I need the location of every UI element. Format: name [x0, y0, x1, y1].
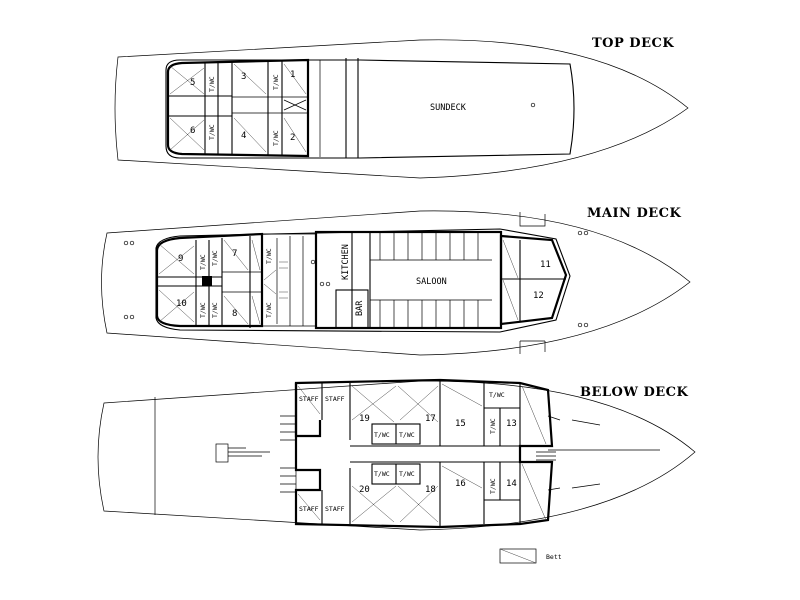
bed-symbol — [499, 548, 537, 564]
twc-label: T/WC — [272, 130, 280, 146]
cabin-label: 8 — [232, 309, 237, 319]
cabin-label: 19 — [359, 414, 370, 424]
main-deck-house — [155, 228, 571, 333]
top-deck-cabin-block — [166, 58, 310, 158]
cabin-label: 12 — [533, 291, 544, 301]
twc-label: T/WC — [399, 431, 415, 439]
twc-label: T/WC — [208, 124, 216, 140]
twc-label: T/WC — [265, 248, 273, 264]
cabin-label: 9 — [178, 254, 183, 264]
cabin-label: 14 — [506, 479, 517, 489]
staff-label: STAFF — [325, 395, 345, 403]
below-deck: BELOW DECK — [97, 378, 696, 531]
cabin-label: 20 — [359, 485, 370, 495]
twc-label: T/WC — [374, 431, 390, 439]
sundeck-label: SUNDECK — [430, 103, 467, 113]
twc-label: T/WC — [265, 302, 273, 318]
saloon-label: SALOON — [416, 277, 447, 287]
legend: Bett — [499, 548, 562, 564]
legend-bed-label: Bett — [546, 553, 562, 561]
cabin-label: 6 — [190, 126, 195, 136]
twc-label: T/WC — [199, 254, 207, 270]
below-deck-hull — [97, 380, 696, 531]
cabin-label: 11 — [540, 260, 551, 270]
cabin-label: 2 — [290, 133, 295, 143]
cabin-label: 17 — [425, 414, 436, 424]
kitchen-label: KITCHEN — [341, 244, 351, 280]
top-deck-house — [165, 59, 575, 159]
cabin-label: 3 — [241, 72, 246, 82]
twc-label: T/WC — [208, 76, 216, 92]
twc-label: T/WC — [489, 418, 497, 434]
staff-label: STAFF — [299, 395, 319, 403]
below-deck-title: BELOW DECK — [580, 385, 689, 400]
twc-label: T/WC — [374, 470, 390, 478]
main-deck-hull — [101, 210, 691, 356]
cabin-label: 4 — [241, 131, 246, 141]
cabin-label: 18 — [425, 485, 436, 495]
twc-label: T/WC — [211, 250, 219, 266]
cabin-label: 1 — [290, 70, 295, 80]
cabin-label: 5 — [190, 78, 195, 88]
cabin-label: 10 — [176, 299, 187, 309]
staff-label: STAFF — [299, 505, 319, 513]
below-deck-cabin-block — [294, 378, 554, 529]
cabin-label: 15 — [455, 419, 466, 429]
twc-label: T/WC — [272, 74, 280, 90]
cabin-label: 13 — [506, 419, 517, 429]
bar-label: BAR — [355, 300, 365, 316]
staff-label: STAFF — [325, 505, 345, 513]
cabin-label: 7 — [232, 249, 237, 259]
top-deck-title: TOP DECK — [592, 36, 674, 51]
twc-label: T/WC — [199, 302, 207, 318]
top-deck: TOP DECK 5 6 3 4 1 2 T/WC T/WC T/WC — [114, 36, 689, 179]
cabin-label: 16 — [455, 479, 466, 489]
twc-label: T/WC — [489, 478, 497, 494]
twc-label: T/WC — [211, 302, 219, 318]
twc-label: T/WC — [489, 391, 505, 399]
main-deck: MAIN DECK — [101, 206, 691, 356]
main-deck-title: MAIN DECK — [587, 206, 681, 221]
top-deck-hull — [114, 39, 689, 179]
twc-label: T/WC — [399, 470, 415, 478]
